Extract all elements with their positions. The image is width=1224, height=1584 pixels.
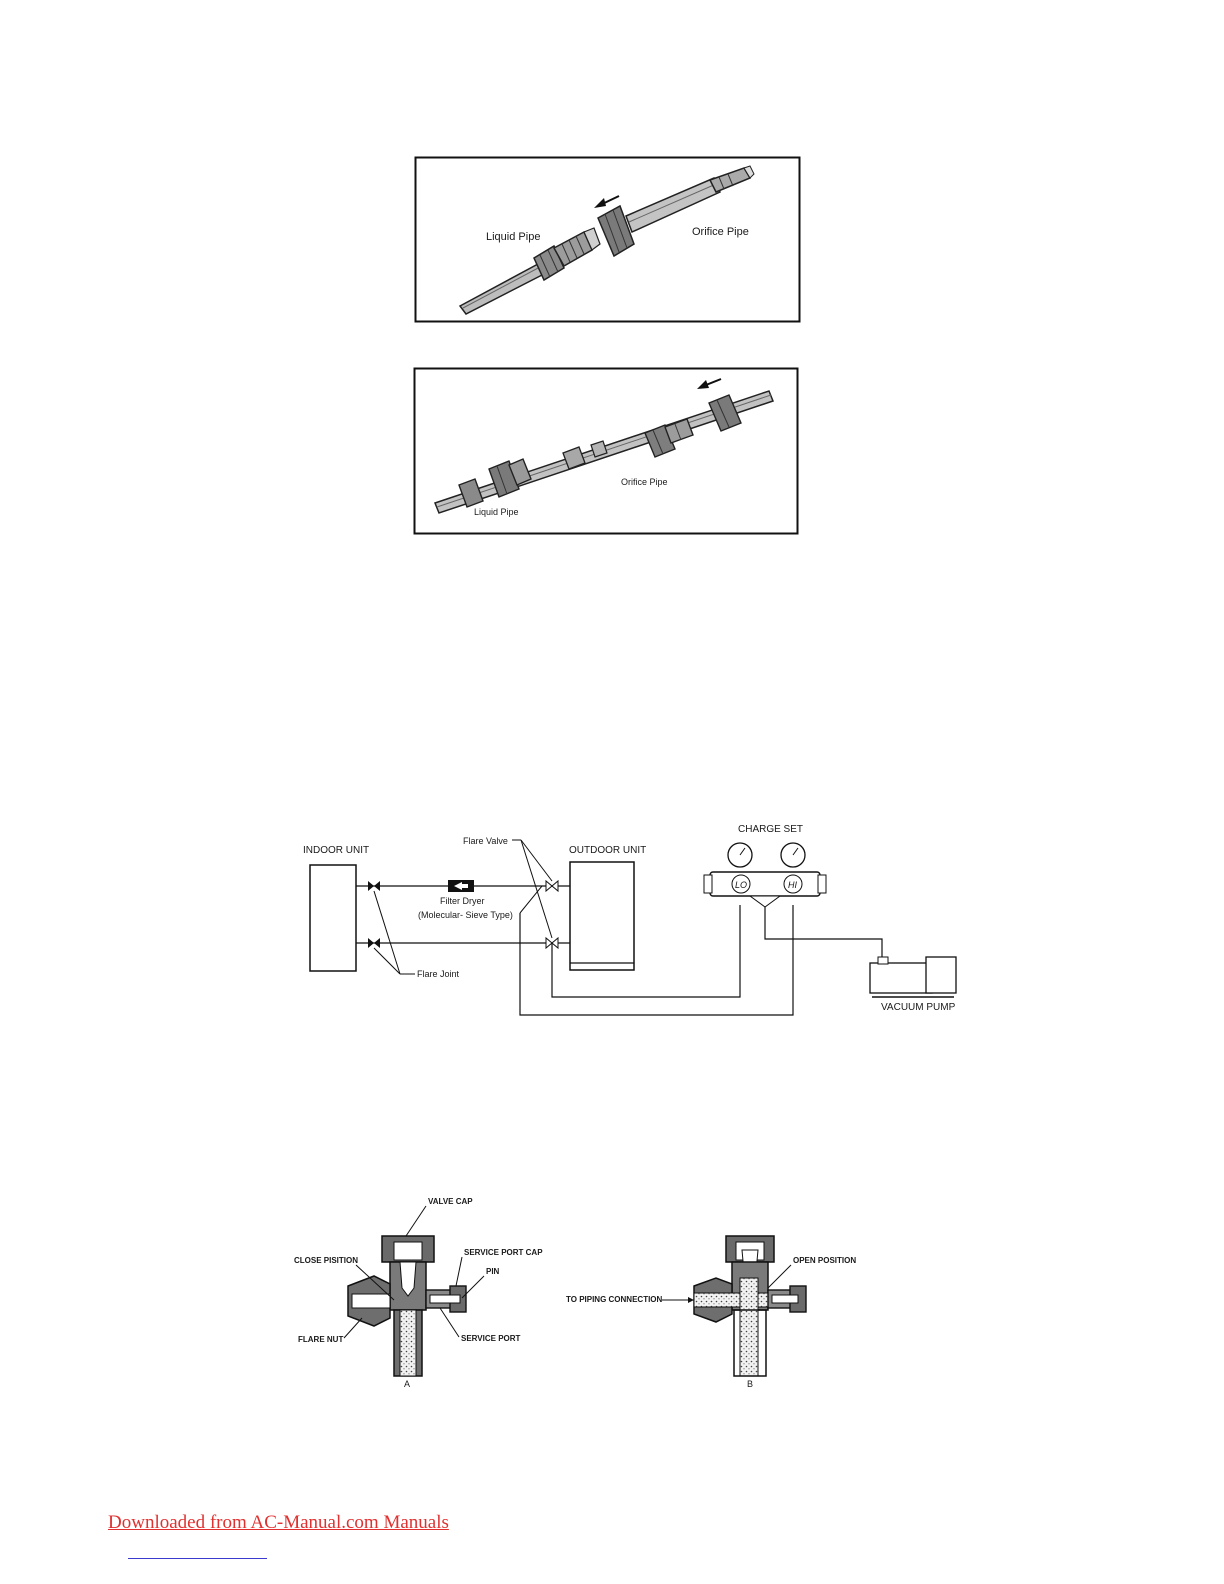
liquid-pipe-drawing xyxy=(458,227,601,315)
to-piping-connection-label: TO PIPING CONNECTION xyxy=(566,1295,663,1304)
indoor-unit-label: INDOOR UNIT xyxy=(303,845,369,856)
liquid-pipe-label: Liquid Pipe xyxy=(486,231,540,243)
evacuation-piping-diagram: INDOOR UNIT OUTDOOR UNIT Filter Dryer (M… xyxy=(290,815,970,1025)
charge-set-manifold: LO HI xyxy=(703,842,827,908)
flare-joint-label: Flare Joint xyxy=(417,969,460,979)
gauge-hi-label: HI xyxy=(788,880,797,890)
valve-a-label: A xyxy=(404,1379,410,1389)
outdoor-unit-label: OUTDOOR UNIT xyxy=(569,845,646,856)
outdoor-unit-box xyxy=(569,861,635,971)
valve-a-closed-drawing xyxy=(347,1235,467,1377)
orifice-pipe-drawing xyxy=(597,165,755,258)
service-port-cap-label: SERVICE PORT CAP xyxy=(464,1248,543,1257)
valve-b-label: B xyxy=(747,1379,753,1389)
flare-nut-label: FLARE NUT xyxy=(298,1335,343,1344)
vacuum-pump-icon xyxy=(869,956,957,998)
flare-joint-icon xyxy=(368,938,380,948)
arrow-left-icon xyxy=(594,195,620,208)
open-position-label: OPEN POSITION xyxy=(793,1256,856,1265)
figure-orifice-pipe-connected: Orifice Pipe Liquid Pipe xyxy=(413,367,803,537)
figure-orifice-pipe-disconnected: Liquid Pipe Orifice Pipe xyxy=(414,156,804,326)
flare-valve-label: Flare Valve xyxy=(463,836,508,846)
footer-rule xyxy=(128,1558,267,1559)
pipe-assembly-drawing xyxy=(434,390,774,514)
liquid-pipe-label: Liquid Pipe xyxy=(474,507,519,517)
pin-label: PIN xyxy=(486,1267,500,1276)
indoor-unit-box xyxy=(309,864,357,972)
vacuum-pump-label: VACUUM PUMP xyxy=(881,1002,956,1013)
orifice-pipe-label: Orifice Pipe xyxy=(692,226,749,238)
service-valve-diagram: VALVE CAP CLOSE PISITION SERVICE PORT CA… xyxy=(290,1190,890,1400)
gauge-lo-label: LO xyxy=(735,880,747,890)
downloaded-from-link[interactable]: Downloaded from AC-Manual.com Manuals xyxy=(108,1512,449,1533)
valve-b-open-drawing xyxy=(693,1235,807,1377)
arrow-left-icon xyxy=(697,378,722,389)
flare-valve-icon xyxy=(545,879,559,893)
filter-dryer-label: Filter Dryer xyxy=(440,896,485,906)
valve-cap-label: VALVE CAP xyxy=(428,1197,473,1206)
service-port-label: SERVICE PORT xyxy=(461,1334,521,1343)
orifice-pipe-label: Orifice Pipe xyxy=(621,477,668,487)
flare-joint-icon xyxy=(368,881,380,891)
filter-dryer-type-label: (Molecular- Sieve Type) xyxy=(418,910,513,920)
charge-set-label: CHARGE SET xyxy=(738,824,803,835)
close-position-label: CLOSE PISITION xyxy=(294,1256,358,1265)
flare-valve-icon xyxy=(545,936,559,950)
